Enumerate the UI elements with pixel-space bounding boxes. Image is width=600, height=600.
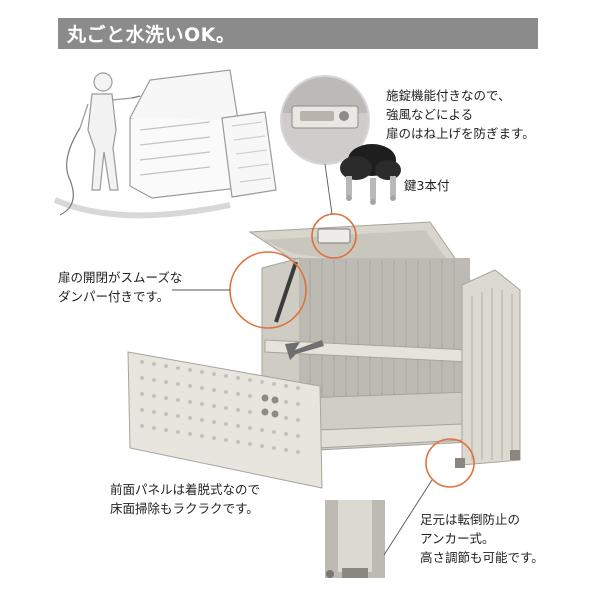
banner-title: 丸ごと水洗いOK。 [67,24,236,46]
anchor-closeup [325,500,385,578]
anchor-caption: 足元は転倒防止の アンカー式。 高さ調節も可能です。 [420,512,544,565]
washing-sketch [53,69,277,219]
lock-highlight-circle [311,213,357,259]
front-panel [127,351,323,489]
keys-image [340,144,401,205]
damper-caption: 扉の開閉がスムーズな ダンパー付きです。 [58,270,183,304]
lock-caption: 施錠機能付きなので、 強風などによる 扉のはね上げを防ぎます。 [386,88,535,141]
header-banner: 丸ごと水洗いOK。 [58,18,538,49]
lock-leader-line [324,163,333,215]
garbage-cabinet [248,221,521,468]
anchor-highlight-circle [425,438,475,488]
anchor-leader-line [383,479,433,556]
keys-caption: 鍵3本付 [404,178,450,193]
panel-caption: 前面パネルは着脱式なので 床面掃除もラクラクです。 [110,482,261,516]
